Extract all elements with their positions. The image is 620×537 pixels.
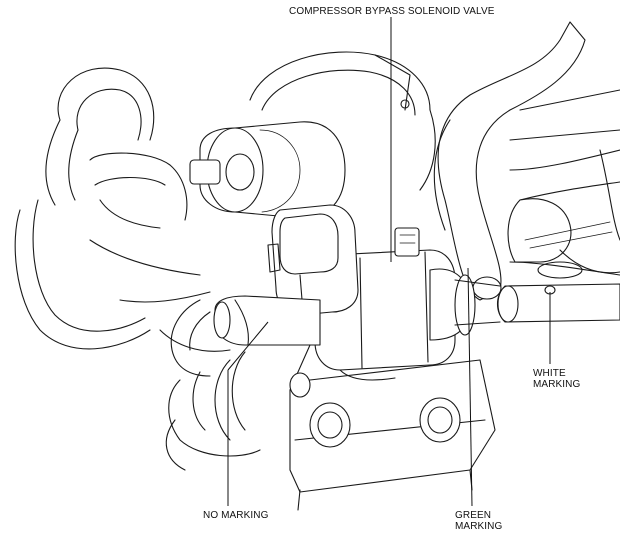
- green-label-line1: GREEN: [455, 510, 492, 521]
- lower-left-hose: [165, 299, 211, 471]
- compressor-bypass-solenoid-valve-label: COMPRESSOR BYPASS SOLENOID VALVE: [289, 6, 494, 17]
- leader-lines: [227, 17, 551, 507]
- throttle-body: [249, 51, 436, 191]
- green-marking-label: GREEN MARKING: [455, 510, 502, 532]
- intake-manifold: [507, 89, 620, 279]
- green-label-line2: MARKING: [455, 521, 503, 532]
- lower-bracket: [214, 344, 496, 511]
- no-marking-label: NO MARKING: [203, 510, 268, 521]
- white-marking-pipe: [496, 283, 620, 323]
- upper-hose: [433, 21, 586, 301]
- no-marking-hose: [213, 295, 321, 346]
- green-leader: [467, 267, 473, 507]
- solenoid-connector: [267, 204, 359, 316]
- no-marking-leader-slant: [227, 321, 269, 371]
- white-label-line1: WHITE: [533, 368, 566, 379]
- solenoid-label-text: COMPRESSOR BYPASS SOLENOID VALVE: [289, 6, 495, 17]
- no-marking-label-text: NO MARKING: [203, 510, 269, 521]
- white-marking-label: WHITE MARKING: [533, 368, 580, 390]
- white-label-line2: MARKING: [533, 379, 581, 390]
- valve-cylinder: [189, 121, 346, 219]
- left-hose-assembly: [14, 67, 261, 457]
